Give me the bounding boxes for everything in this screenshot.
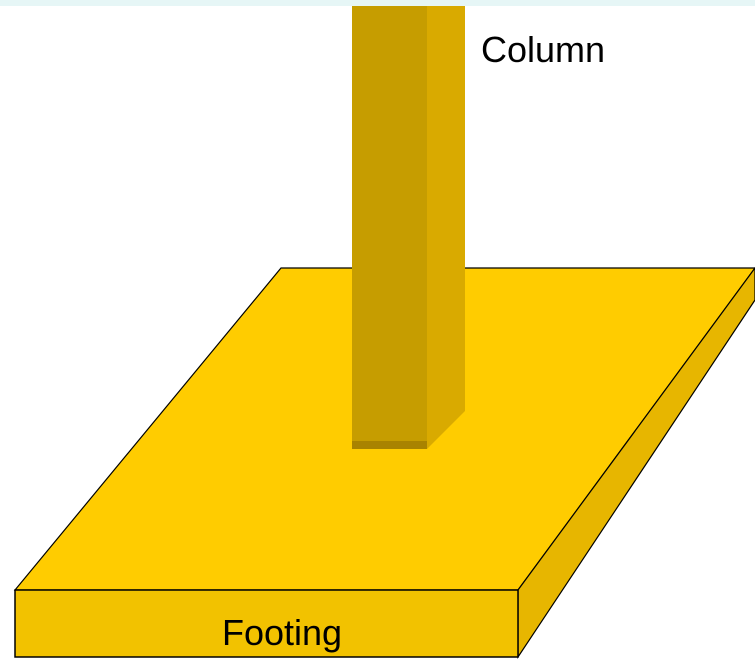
column-base-shadow — [352, 441, 427, 449]
column-label: Column — [481, 29, 606, 70]
footing-label: Footing — [222, 612, 343, 653]
top-border-strip — [0, 0, 755, 6]
footing-front-face — [14, 589, 519, 658]
column-side-face — [427, 6, 465, 449]
column-front-face — [352, 6, 427, 449]
